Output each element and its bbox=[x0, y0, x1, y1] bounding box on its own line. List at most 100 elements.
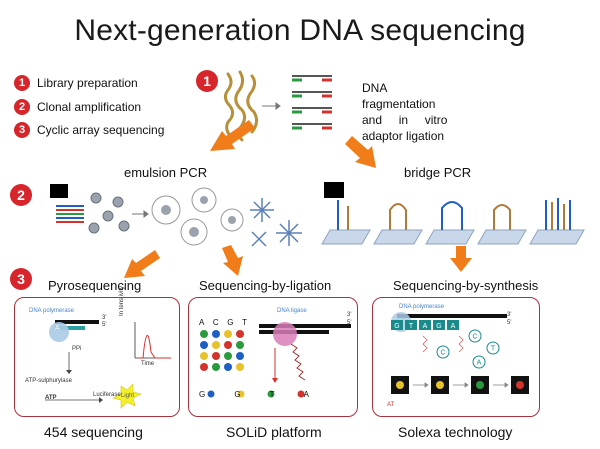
free-base: C bbox=[440, 350, 445, 357]
synthesis-footer: AT bbox=[387, 402, 395, 408]
platform-label-solid: SOLiD platform bbox=[226, 424, 322, 440]
color-dot bbox=[212, 341, 220, 349]
step-item: 3 Cyclic array sequencing bbox=[14, 119, 164, 141]
platform-label-454: 454 sequencing bbox=[44, 424, 143, 440]
free-base-circle bbox=[468, 329, 482, 343]
caption-line: fragmentation bbox=[362, 97, 436, 111]
strand-base-box bbox=[433, 320, 445, 330]
free-base: T bbox=[491, 346, 496, 353]
header-base: T bbox=[242, 318, 247, 327]
arrow-to-pyro-icon bbox=[124, 250, 160, 278]
pyro-sulfurylase: ATP-sulphurylase bbox=[25, 378, 72, 384]
pyrosequencing-panel: DNA polymerase A 3' 5' PPi ATP-sulphuryl… bbox=[14, 286, 180, 417]
pyro-atp: ATP bbox=[45, 395, 57, 401]
pyro-enzyme-label: DNA polymerase bbox=[29, 308, 75, 314]
fragmentation-step-badge: 1 bbox=[196, 70, 218, 92]
bridge-pcr-illustration bbox=[321, 182, 585, 245]
readout-base: G bbox=[234, 390, 241, 399]
pyro-5prime: 5' bbox=[102, 322, 107, 328]
step-number-badge: 2 bbox=[14, 98, 30, 115]
bridge-pcr-label: bridge PCR bbox=[404, 165, 472, 180]
pyro-light: Light bbox=[121, 393, 135, 399]
strand-base: G bbox=[436, 323, 441, 330]
step-item: 1 Library preparation bbox=[14, 72, 164, 94]
pyro-axis-y: In tens ivity bbox=[119, 285, 125, 316]
synthesis-enzyme-label: DNA polymerase bbox=[399, 304, 445, 310]
ligation-base-header: A C G T bbox=[199, 318, 247, 327]
arrow-to-ligation-icon bbox=[222, 245, 243, 276]
readout-base: A bbox=[303, 390, 309, 399]
strand-base: T bbox=[409, 323, 414, 330]
strand-base: A bbox=[451, 323, 456, 330]
step-number-badge: 3 bbox=[14, 122, 30, 138]
header-base: A bbox=[199, 318, 205, 327]
free-base: A bbox=[477, 360, 482, 367]
color-dot bbox=[212, 330, 220, 338]
strand-base: A bbox=[423, 323, 428, 330]
emulsion-pcr-label: emulsion PCR bbox=[124, 165, 208, 180]
amplification-step-badge: 2 bbox=[10, 184, 32, 206]
header-base: C bbox=[212, 318, 219, 327]
free-base-circle bbox=[472, 355, 486, 369]
color-dot bbox=[224, 330, 232, 338]
color-dot bbox=[236, 341, 244, 349]
strand-base-box bbox=[419, 320, 431, 330]
free-base-circle bbox=[436, 345, 450, 359]
steps-legend: 1 Library preparation 2 Clonal amplifica… bbox=[14, 72, 164, 141]
readout-base: T bbox=[269, 390, 275, 399]
readout-base: G bbox=[199, 390, 206, 399]
arrow-to-bridge-icon bbox=[345, 136, 376, 168]
page-title: Next-generation DNA sequencing bbox=[74, 14, 526, 47]
ligation-3prime: 3' bbox=[347, 312, 352, 318]
color-dot bbox=[200, 363, 208, 371]
step-label: Clonal amplification bbox=[37, 99, 142, 114]
arrow-to-emulsion-icon bbox=[210, 120, 255, 151]
color-dot bbox=[236, 330, 244, 338]
emulsion-pcr-illustration bbox=[50, 184, 302, 247]
pyro-3prime: 3' bbox=[102, 315, 107, 321]
method-label-pyro: Pyrosequencing bbox=[48, 278, 142, 293]
caption-line: DNA bbox=[362, 81, 388, 95]
ligation-panel: DNA ligase 3' 5' A C G T G G T A bbox=[188, 297, 358, 417]
readout-dot bbox=[237, 390, 245, 398]
readout-dot bbox=[267, 390, 275, 398]
pyro-diagram bbox=[45, 320, 171, 409]
color-dot-grid bbox=[200, 330, 305, 398]
synthesis-3prime: 3' bbox=[507, 312, 512, 318]
arrow-to-synthesis-icon bbox=[450, 246, 472, 272]
pyro-ppi: PPi bbox=[72, 346, 82, 352]
step-label: Cyclic array sequencing bbox=[37, 123, 165, 137]
readout-dot bbox=[207, 390, 215, 398]
readout-dot bbox=[297, 390, 305, 398]
color-dot bbox=[224, 341, 232, 349]
method-label-synthesis: Sequencing-by-synthesis bbox=[393, 278, 539, 293]
color-dot bbox=[236, 363, 244, 371]
color-dot bbox=[224, 363, 232, 371]
step-label: Library preparation bbox=[37, 76, 138, 90]
strand-base-box bbox=[391, 320, 403, 330]
strand-base-box bbox=[447, 320, 459, 330]
sequencing-step-badge: 3 bbox=[10, 268, 32, 290]
ligation-enzyme-label: DNA ligase bbox=[277, 308, 307, 314]
method-label-ligation: Sequencing-by-ligation bbox=[199, 278, 332, 293]
color-dot bbox=[212, 352, 220, 360]
caption-line: adaptor ligation bbox=[362, 129, 445, 143]
step-number-badge: 1 bbox=[14, 75, 30, 91]
ligation-diagram bbox=[200, 322, 351, 398]
pyro-luciferase: Luciferase bbox=[93, 392, 121, 398]
color-dot bbox=[200, 341, 208, 349]
free-base: C bbox=[472, 334, 477, 341]
color-dot bbox=[212, 363, 220, 371]
fragmentation-caption: DNA fragmentation and in vitro adaptor l… bbox=[362, 80, 447, 144]
platform-label-solexa: Solexa technology bbox=[398, 424, 513, 440]
color-dot bbox=[200, 330, 208, 338]
synthesis-5prime: 5' bbox=[507, 320, 512, 326]
free-base-circle bbox=[486, 341, 500, 355]
strand-base-box bbox=[405, 320, 417, 330]
step-item: 2 Clonal amplification bbox=[14, 94, 164, 119]
color-dot bbox=[200, 352, 208, 360]
caption-line: and in vitro bbox=[362, 113, 448, 127]
